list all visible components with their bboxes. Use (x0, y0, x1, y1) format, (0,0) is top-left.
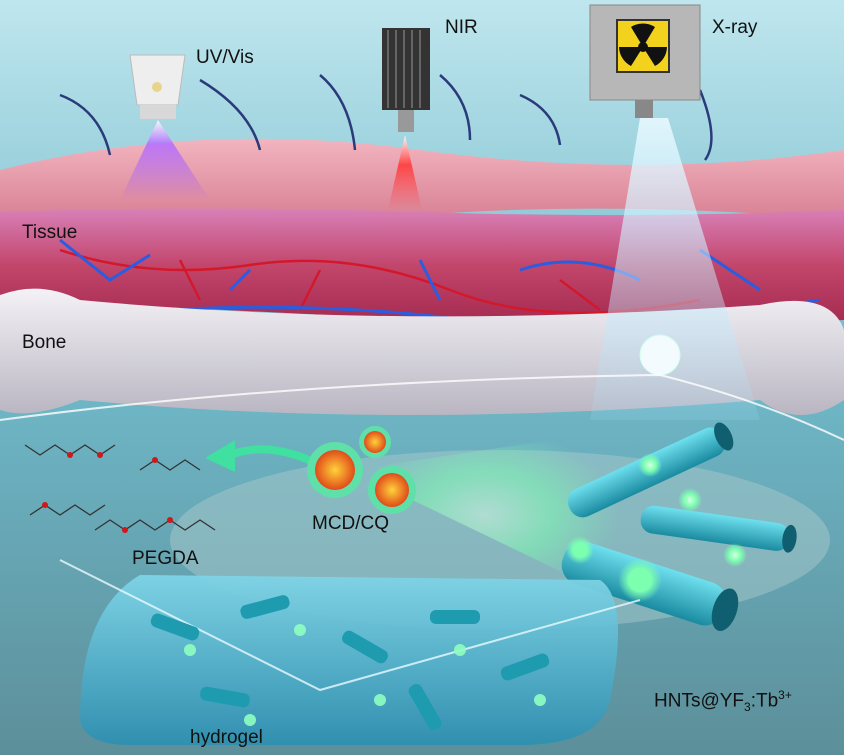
label-pegda: PEGDA (132, 548, 199, 569)
label-nir: NIR (445, 17, 478, 38)
mcd-cq-particles (307, 426, 416, 514)
uv-lamp (129, 54, 186, 106)
hydrogel-tubes (150, 595, 550, 730)
label-hnts: HNTs@YF3:Tb3+ (654, 688, 792, 714)
uv-beam (120, 120, 210, 200)
zoom-circle (639, 334, 681, 376)
label-hydrogel: hydrogel (190, 727, 263, 748)
hairs (59, 74, 713, 161)
label-tissue: Tissue (22, 222, 78, 243)
label-xray: X-ray (712, 17, 758, 38)
xray-beam (590, 118, 760, 420)
hnts-dopant: :Tb (750, 690, 779, 712)
nir-beam (388, 135, 422, 210)
hnts-subscript: 3 (744, 700, 751, 715)
nanoparticles (566, 453, 747, 602)
label-bone: Bone (22, 332, 67, 353)
label-mcd-cq: MCD/CQ (312, 513, 390, 534)
blood-vessels-red (59, 248, 701, 315)
nir-device (382, 28, 430, 110)
label-uv-vis: UV/Vis (196, 47, 254, 68)
hnts-superscript: 3+ (778, 688, 792, 702)
hydrogel-block (80, 575, 618, 745)
hnts-text: HNTs@YF (654, 690, 745, 712)
